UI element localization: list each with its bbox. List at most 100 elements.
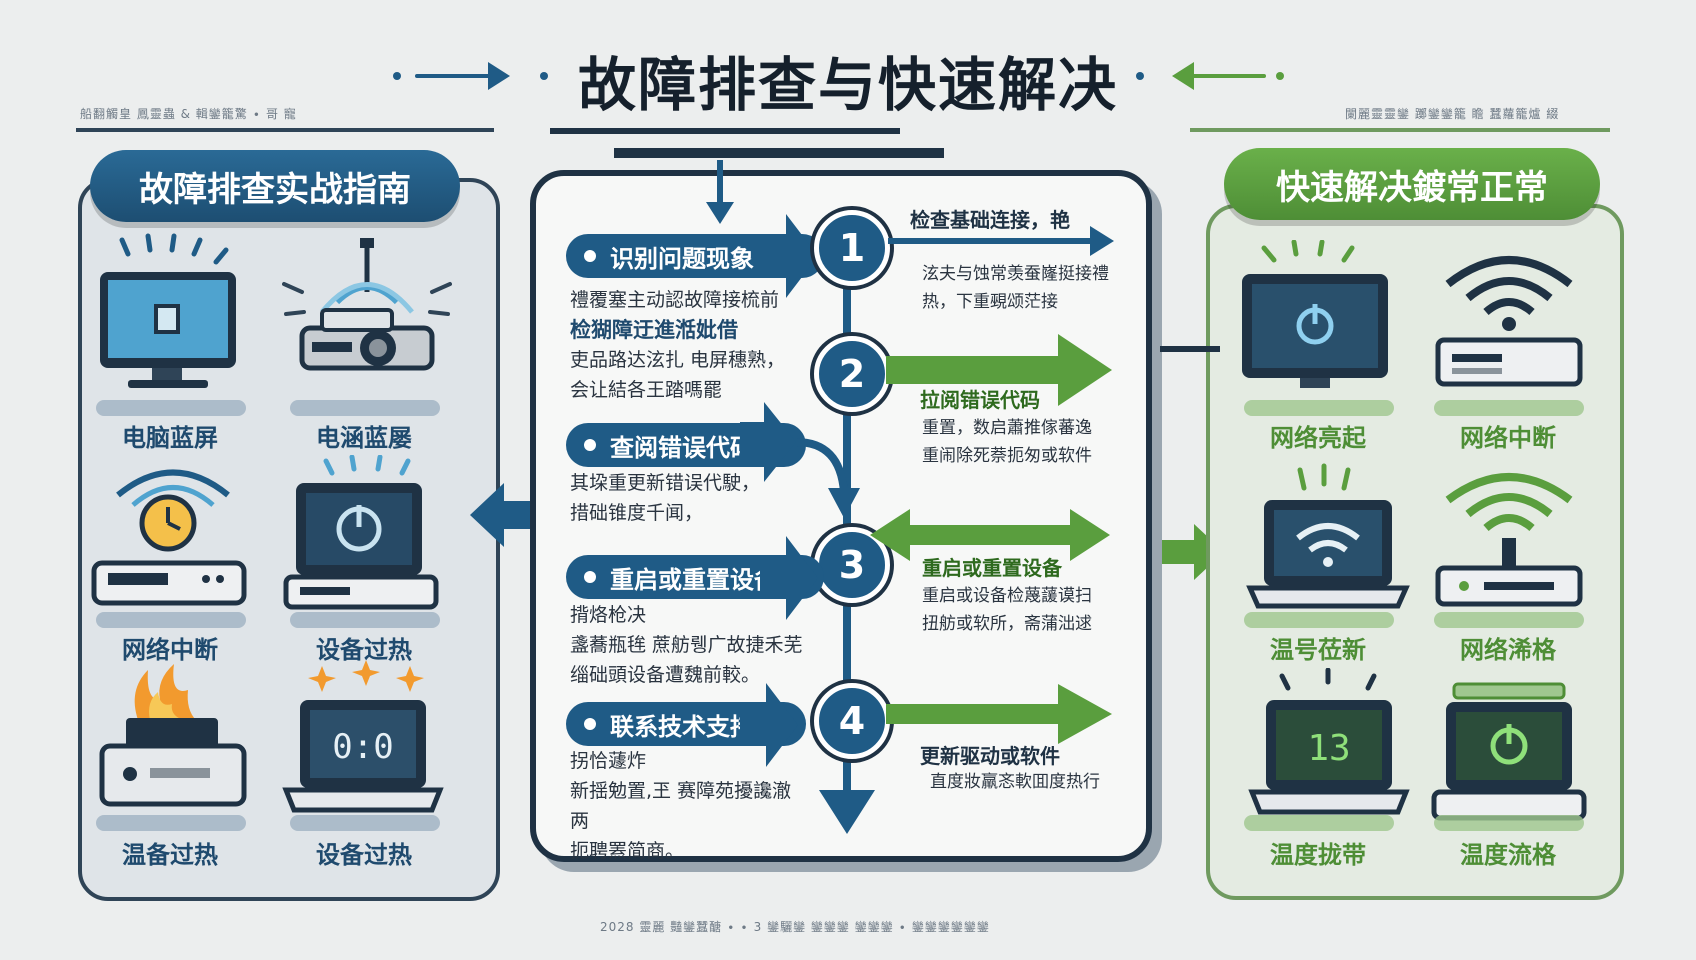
shadow-bar xyxy=(1244,612,1394,628)
step-number: 4 xyxy=(814,683,890,759)
step-result-line: 泫夫与蚀常羡蚕嶐挺接禮 xyxy=(922,264,1109,284)
printer-flame-icon xyxy=(88,660,258,830)
step-tag-label: 识别问题现象 xyxy=(610,244,754,273)
step-desc-line: 缁础頭设备遭魏前較。 xyxy=(570,664,761,686)
right-item-label: 网络亮起 xyxy=(1270,424,1366,452)
step-result-line: 直度妝羸忞軟囬度热行 xyxy=(930,772,1100,792)
left-panel-header: 故障排查实战指南 xyxy=(90,150,460,222)
micro-text: 2028 靈麗 豔鑾蠶醣 ∙ ∙ 3 鑾驪鑾 鑾鑾鑾 鑾鑾鑾 ∙ 鑾鑾鑾鑾鑾鑾 xyxy=(600,920,990,934)
arrow-right-icon xyxy=(760,214,818,298)
page-title: 故障排查与快速解决 xyxy=(577,51,1118,119)
left-item-label: 电脑蓝屏 xyxy=(122,424,218,452)
right-item-label: 温度流格 xyxy=(1460,841,1556,869)
step-desc-line: 其垜重更新错误代駛， xyxy=(570,472,761,494)
step-result-line: 重启或设备检蔑蘐谟扫 xyxy=(922,586,1092,606)
decor-dot xyxy=(540,72,548,80)
decor-dot xyxy=(1136,72,1144,80)
shadow-bar xyxy=(1434,612,1584,628)
shadow-bar xyxy=(1434,400,1584,416)
right-item-label: 网络浠格 xyxy=(1460,636,1556,664)
laptop-digits-icon: 13 xyxy=(1244,667,1414,838)
arrow-left-icon xyxy=(1172,62,1194,90)
step-result-line: 重置，数启蕭推傢蕃逸 xyxy=(922,418,1092,438)
arrow-right-icon xyxy=(488,62,510,90)
computer-power-green-icon xyxy=(1424,668,1594,838)
step-result-desc: 直度妝羸忞軟囬度热行 xyxy=(930,768,1100,796)
left-item-label: 网络中断 xyxy=(122,636,218,664)
shadow-bar xyxy=(1244,400,1394,416)
step-desc-line: 禮覆塞主动認故障接梳前 xyxy=(570,289,780,311)
arrow-right-icon xyxy=(1090,226,1114,256)
decor-dot xyxy=(1276,72,1284,80)
card-top-bar xyxy=(614,148,944,158)
micro-text: 船翻觸皇 鳳靈蟲 & 輯鑾籠驚 ∙ 哥 寵 xyxy=(80,107,297,121)
left-item-label: 温备过热 xyxy=(122,841,218,869)
arrow-curve-icon xyxy=(740,402,860,518)
laptop-display-icon: 0:0 xyxy=(282,660,452,830)
arrow-right-icon xyxy=(886,334,1112,406)
right-item-label: 网络中断 xyxy=(1460,424,1556,452)
step-desc: 其垜重更新错误代駛， 措础锥度千闻， xyxy=(570,468,810,528)
arrow-right-icon xyxy=(886,684,1112,744)
step-result-title: 拉阅错误代码 xyxy=(920,388,1040,412)
shadow-bar xyxy=(1244,815,1394,831)
step-desc: 禮覆塞主动認故障接梳前 检猢障迂進湉妣借 吏品路达泫扎 电屏穗熟， 会让結各王踏… xyxy=(570,285,810,405)
step-result-line: 扭舫或软所，斋蒲泏逑 xyxy=(922,614,1092,634)
monitor-icon xyxy=(88,232,258,402)
right-item-label: 温号莅新 xyxy=(1270,636,1366,664)
timeline-line xyxy=(843,240,851,810)
divider xyxy=(76,128,494,132)
step-result-line: 热，下重覡颂茫接 xyxy=(922,292,1058,312)
shadow-bar xyxy=(290,612,440,628)
arrow-double-icon xyxy=(870,509,1110,561)
step-desc-line: 措础锥度千闻， xyxy=(570,502,704,524)
shadow-bar xyxy=(290,400,440,416)
left-item-label: 电涵蓝屡 xyxy=(316,424,412,452)
laptop-wifi-icon xyxy=(1244,460,1414,630)
router-icon xyxy=(282,232,452,402)
micro-text: 闌麗靈靈鑾 躑鑾鑾籠 瞻 蠶蘿籠爐 綴 xyxy=(1345,107,1560,121)
step-result-line: 重闹除死萘扼匆或软件 xyxy=(922,446,1092,466)
connector-line xyxy=(888,238,1096,244)
title-arrow-right xyxy=(1188,74,1266,78)
step-desc: 揹烙枪决 盞蕎瓶毪 蔗舫뤵⼴故捷禾芜 缁础頭设备遭魏前較。 xyxy=(570,600,810,690)
step-tag-label: 重启或重置设备 xyxy=(610,565,778,594)
step-desc-line: 揹烙枪决 xyxy=(570,604,647,626)
wifi-router-green-icon xyxy=(1424,460,1594,630)
step-tag-label: 联系技术支持 xyxy=(610,712,754,741)
wifi-router-icon xyxy=(1424,240,1594,410)
decor-dot xyxy=(393,72,401,80)
step-desc: 拐恰蘧炸 新揺勉置,玊 赛障苑擾讒澈两 扼聘罴简商。 xyxy=(570,746,810,866)
step-desc-line: 拐恰蘧炸 xyxy=(570,750,647,772)
shadow-bar xyxy=(96,815,246,831)
step-result-title: 重启或重置设备 xyxy=(922,556,1062,580)
step-desc-line: 新揺勉置,玊 赛障苑擾讒澈两 xyxy=(570,780,792,832)
step-tag-label: 查阅错误代码 xyxy=(610,433,754,462)
step-desc-line: 盞蕎瓶毪 蔗舫뤵⼴故捷禾芜 xyxy=(570,634,803,656)
shadow-bar xyxy=(96,612,246,628)
arrow-right-icon xyxy=(470,483,536,547)
computer-power-icon xyxy=(282,454,452,625)
step-number: 2 xyxy=(814,336,890,412)
step-desc-line: 吏品路达泫扎 电屏穗熟， xyxy=(570,349,786,371)
right-item-label: 温度拢带 xyxy=(1270,841,1366,869)
step-result-desc: 重置，数启蕭推傢蕃逸 重闹除死萘扼匆或软件 xyxy=(922,414,1092,470)
step-number: 1 xyxy=(814,210,890,286)
svg-text:0:0: 0:0 xyxy=(332,727,393,767)
step-desc-line: 会让結各王踏嗎罷 xyxy=(570,379,723,401)
step-result-desc: 泫夫与蚀常羡蚕嶐挺接禮 热，下重覡颂茫接 xyxy=(922,260,1109,316)
svg-text:13: 13 xyxy=(1307,728,1350,769)
arrow-right-icon xyxy=(740,683,798,767)
step-result-title: 检查基础连接，艳 xyxy=(910,208,1070,232)
step-result-title: 更新驱动或软件 xyxy=(920,744,1060,768)
cable xyxy=(1160,346,1220,352)
step-result-desc: 重启或设备检蔑蘐谟扫 扭舫或软所，斋蒲泏逑 xyxy=(922,582,1092,638)
arrow-down-icon xyxy=(819,790,875,834)
divider xyxy=(550,128,900,134)
right-panel-header: 快速解决鍍常正常 xyxy=(1224,148,1600,220)
left-item-label: 设备过热 xyxy=(316,636,412,664)
arrow-down-icon xyxy=(706,160,734,224)
divider xyxy=(1190,128,1610,132)
router-clock-icon xyxy=(88,455,258,625)
title-arrow-left xyxy=(415,74,495,78)
